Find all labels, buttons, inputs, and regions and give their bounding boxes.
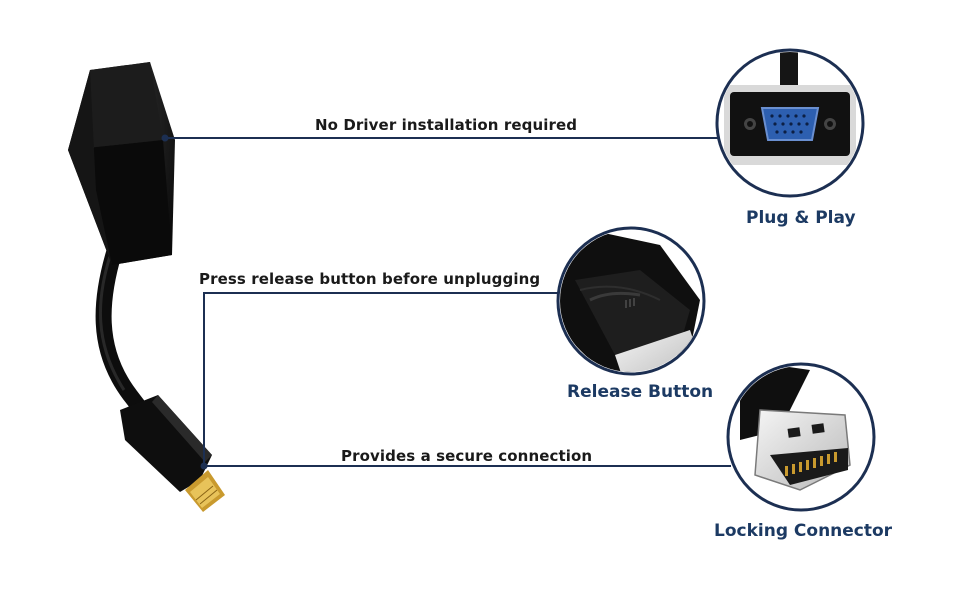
caption-release-button: Release Button xyxy=(567,382,714,402)
line-release-button xyxy=(203,292,562,466)
detail-circle-vga-port xyxy=(715,48,865,198)
caption-plug-play: Plug & Play xyxy=(746,208,856,228)
anchor-dot-bottom xyxy=(200,462,208,470)
callout-no-driver: No Driver installation required xyxy=(315,116,578,134)
dp-connector-body xyxy=(120,395,212,492)
callout-lines xyxy=(165,137,731,467)
dp-plug-tip xyxy=(185,470,225,512)
callout-release-button: Press release button before unplugging xyxy=(199,270,541,288)
callout-secure-connection: Provides a secure connection xyxy=(341,447,593,465)
caption-locking-connector: Locking Connector xyxy=(714,521,893,541)
detail-circle-release-button xyxy=(556,226,706,376)
vga-housing xyxy=(68,62,175,265)
anchor-dot-top xyxy=(161,134,169,142)
detail-circle-locking-connector xyxy=(726,362,876,512)
adapter-product-image xyxy=(68,62,225,512)
